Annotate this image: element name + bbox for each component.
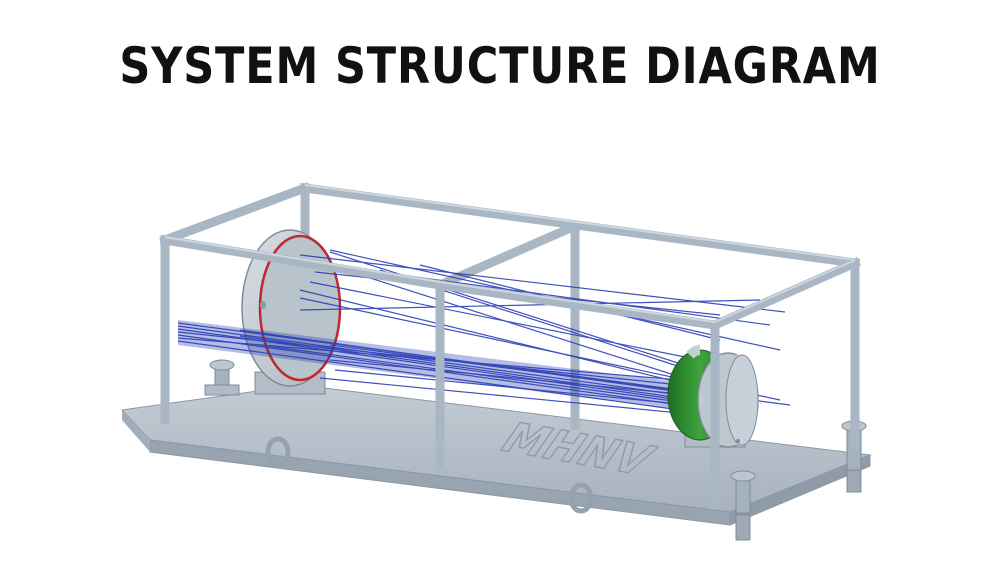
frame-highlights	[164, 184, 856, 323]
leveling-foot-front	[730, 470, 756, 541]
leveling-foot-left	[204, 359, 240, 396]
page-title: SYSTEM STRUCTURE DIAGRAM	[119, 37, 881, 95]
frame-front	[159, 234, 861, 510]
optical-rays	[177, 249, 791, 416]
ray-bundle	[178, 320, 680, 410]
eye-bolt-left	[265, 436, 291, 468]
eye-bolt-right	[568, 482, 594, 514]
base-plate	[120, 384, 872, 526]
